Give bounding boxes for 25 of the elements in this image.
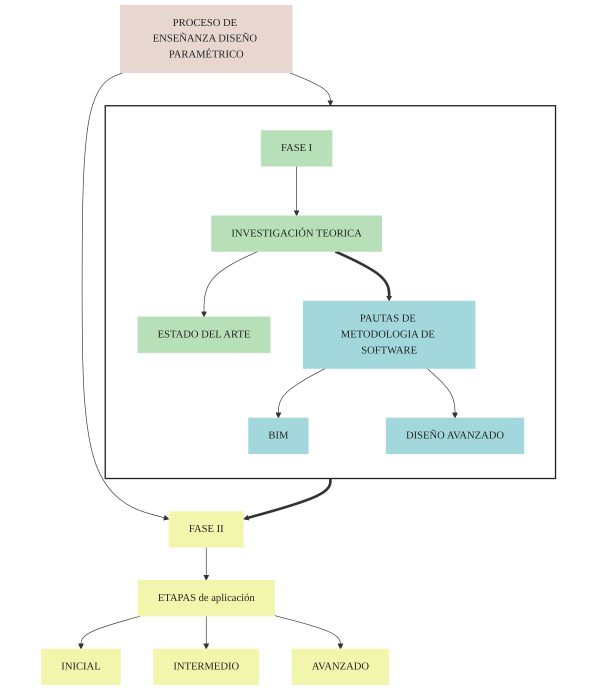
node-box: INTERMEDIO	[153, 648, 260, 686]
node-box: PAUTAS DE METODOLOGIA DE SOFTWARE	[302, 300, 476, 369]
node-box: FASE I	[260, 130, 332, 167]
arrow	[289, 72, 334, 106]
arrow	[203, 616, 210, 650]
node-box: INICIAL	[41, 648, 121, 686]
node-box: PROCESO DE ENSEÑANZA DISEÑO PARAMÉTRICO	[120, 4, 292, 74]
node-box: ESTADO DEL ARTE	[138, 316, 271, 353]
arrow	[201, 251, 258, 318]
node-box: INVESTIGACIÓN TEORICA	[211, 215, 382, 252]
node-box: ETAPAS de aplicación	[138, 580, 275, 616]
arrow	[276, 368, 326, 418]
cluster	[104, 105, 556, 480]
arrow	[78, 616, 142, 650]
arrow	[274, 615, 344, 650]
node-box: AVANZADO	[292, 648, 390, 686]
arrow	[203, 546, 210, 581]
node-box: BIM	[248, 418, 309, 454]
arrow	[334, 250, 392, 302]
arrow	[243, 478, 332, 520]
arrow	[82, 72, 170, 520]
arrow	[426, 368, 458, 418]
arrow	[294, 166, 300, 216]
node-box: FASE II	[168, 511, 244, 548]
node-box: DISEÑO AVANZADO	[386, 418, 524, 454]
